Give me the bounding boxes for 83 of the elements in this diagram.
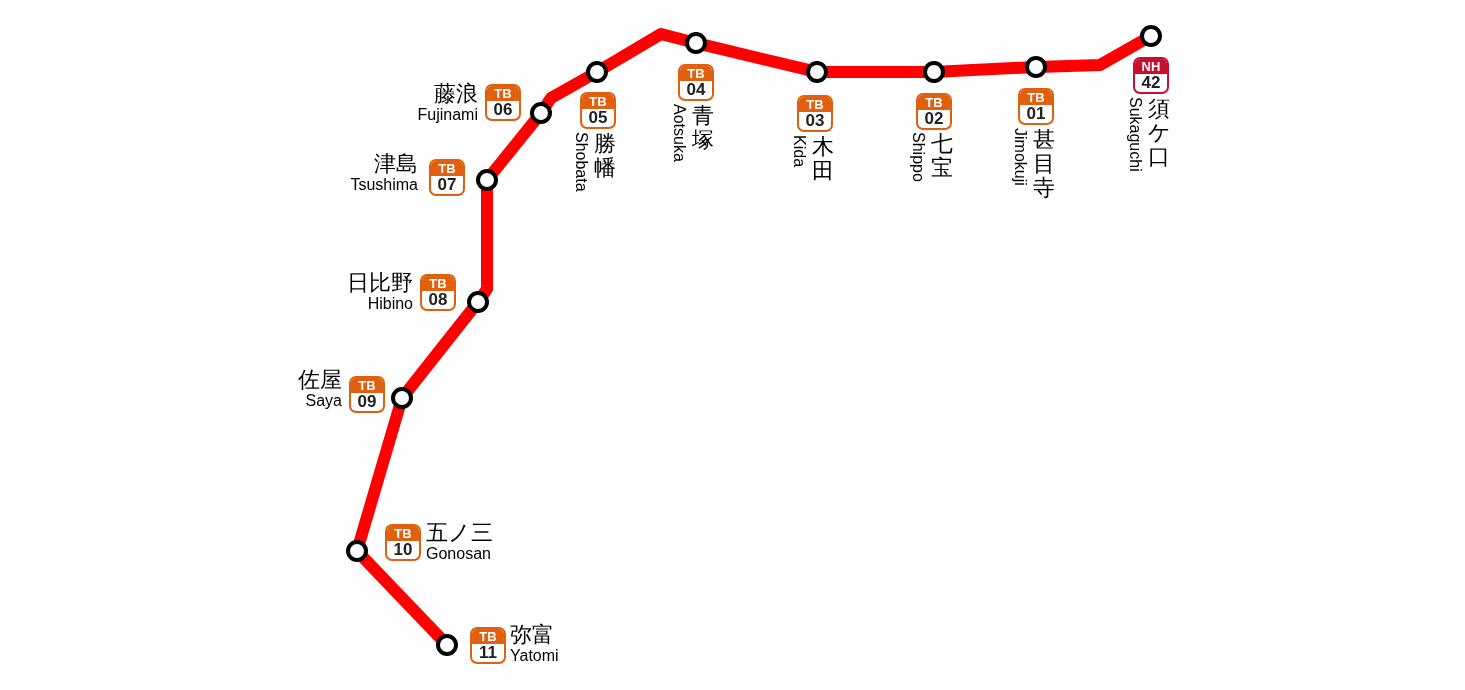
station-number-badge: [1133, 57, 1169, 94]
station-number-badge: [485, 84, 521, 121]
rail-line: [478, 189, 493, 299]
station-name-latin: Gonosan: [426, 545, 491, 563]
station-name: 勝幡: [593, 132, 617, 180]
station-name-latin: Fujinami: [417, 106, 478, 124]
station-name: 日比野: [347, 270, 413, 295]
station-name: 五ノ三: [426, 520, 493, 545]
station-marker: [1025, 56, 1047, 78]
line-code: TB: [799, 97, 831, 112]
rail-line: [1044, 35, 1147, 73]
station-name: 甚目寺: [1032, 128, 1056, 200]
station-number-badge: [385, 524, 421, 561]
station-number: 09: [356, 393, 378, 411]
station-number: 04: [685, 81, 707, 99]
station-number-badge: [916, 93, 952, 130]
line-code: NH: [1135, 59, 1167, 74]
line-code: TB: [422, 276, 454, 291]
station-number-badge: [349, 376, 385, 413]
station-number-badge: [580, 92, 616, 129]
rail-line: [358, 553, 446, 643]
station-marker: [530, 102, 552, 124]
station-name: 七宝: [930, 132, 954, 180]
station-name: 木田: [811, 135, 835, 183]
rail-line: [942, 61, 1028, 78]
station-number-badge: [678, 64, 714, 101]
line-code: TB: [472, 629, 504, 644]
station-number: 01: [1025, 105, 1047, 123]
rail-line: [826, 66, 925, 78]
station-marker: [346, 540, 368, 562]
station-marker: [476, 169, 498, 191]
line-code: TB: [487, 86, 519, 101]
rail-line: [487, 116, 541, 177]
line-code: TB: [351, 378, 383, 393]
station-name-latin: Sukaguchi: [1126, 97, 1144, 172]
station-number: 42: [1140, 74, 1162, 92]
line-code: TB: [680, 66, 712, 81]
station-name-latin: Shobata: [572, 132, 590, 192]
rail-line: [353, 404, 406, 545]
station-marker: [923, 61, 945, 83]
station-number: 03: [804, 112, 826, 130]
station-name-latin: Kida: [790, 135, 808, 168]
line-code: TB: [582, 94, 614, 109]
rail-line: [541, 71, 593, 109]
station-number: 05: [587, 109, 609, 127]
station-name-latin: Saya: [305, 392, 342, 410]
station-name-latin: Hibino: [367, 295, 413, 313]
station-marker: [586, 61, 608, 83]
station-name: 津島: [374, 151, 418, 176]
line-code: TB: [431, 161, 463, 176]
station-marker: [467, 291, 489, 313]
station-name-latin: Aotsuka: [670, 104, 688, 162]
rail-line: [703, 39, 810, 76]
line-code: TB: [918, 95, 950, 110]
station-marker: [685, 32, 707, 54]
station-name: 弥富: [510, 622, 554, 647]
station-number: 06: [492, 101, 514, 119]
station-name: 藤浪: [434, 81, 478, 106]
station-number: 11: [478, 644, 498, 662]
station-number-badge: [420, 274, 456, 311]
station-marker: [391, 387, 413, 409]
station-number-badge: [1018, 88, 1054, 125]
station-name: 佐屋: [298, 367, 342, 392]
station-name: 青塚: [691, 104, 715, 152]
station-number: 07: [436, 176, 458, 194]
rail-line: [601, 28, 689, 73]
station-name-latin: Shippo: [909, 132, 927, 182]
station-number-badge: [797, 95, 833, 132]
station-number: 02: [923, 110, 945, 128]
station-marker: [806, 61, 828, 83]
station-marker: [436, 634, 458, 656]
station-number: 08: [427, 291, 449, 309]
station-name-latin: Yatomi: [510, 647, 559, 665]
line-code: TB: [1020, 90, 1052, 105]
station-number: 10: [392, 541, 414, 559]
station-marker: [1140, 25, 1162, 47]
station-name: 須ケ口: [1147, 97, 1171, 169]
station-number-badge: [470, 627, 506, 664]
station-name-latin: Tsushima: [350, 176, 418, 194]
station-number-badge: [429, 159, 465, 196]
line-code: TB: [387, 526, 419, 541]
rail-line: [402, 305, 478, 395]
station-name-latin: Jimokuji: [1011, 128, 1029, 186]
